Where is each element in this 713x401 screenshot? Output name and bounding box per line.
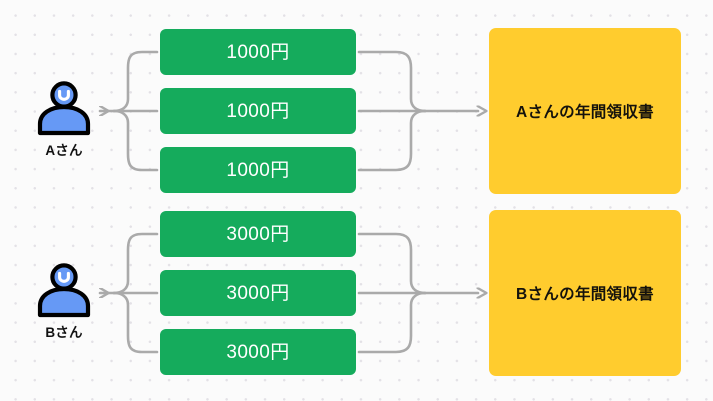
amount-box: 3000円 <box>160 329 356 375</box>
amount-box: 3000円 <box>160 270 356 316</box>
amount-box: 3000円 <box>160 211 356 257</box>
person-icon <box>37 263 91 318</box>
person-a: Aさん <box>26 80 102 159</box>
amount-label: 1000円 <box>226 41 290 63</box>
amount-label: 3000円 <box>226 341 290 363</box>
receipt-box-a: Aさんの年間領収書 <box>489 28 681 194</box>
connector-receipt-a-merge <box>357 50 478 172</box>
amount-label: 3000円 <box>226 282 290 304</box>
amount-box: 1000円 <box>160 29 356 75</box>
receipt-label: Aさんの年間領収書 <box>516 104 654 121</box>
connector-person-b-fan <box>98 232 159 354</box>
connector-person-a-fan <box>98 50 159 172</box>
connector-receipt-b-merge <box>357 232 478 354</box>
amount-label: 1000円 <box>226 100 290 122</box>
amount-box: 1000円 <box>160 88 356 134</box>
amount-box: 1000円 <box>160 147 356 193</box>
amount-label: 1000円 <box>226 159 290 181</box>
person-b-label: Bさん <box>45 325 83 340</box>
person-a-label: Aさん <box>45 143 83 158</box>
person-b: Bさん <box>26 262 102 341</box>
amount-label: 3000円 <box>226 223 290 245</box>
receipt-label: Bさんの年間領収書 <box>516 286 654 303</box>
receipt-box-b: Bさんの年間領収書 <box>489 210 681 376</box>
person-icon <box>37 81 91 136</box>
